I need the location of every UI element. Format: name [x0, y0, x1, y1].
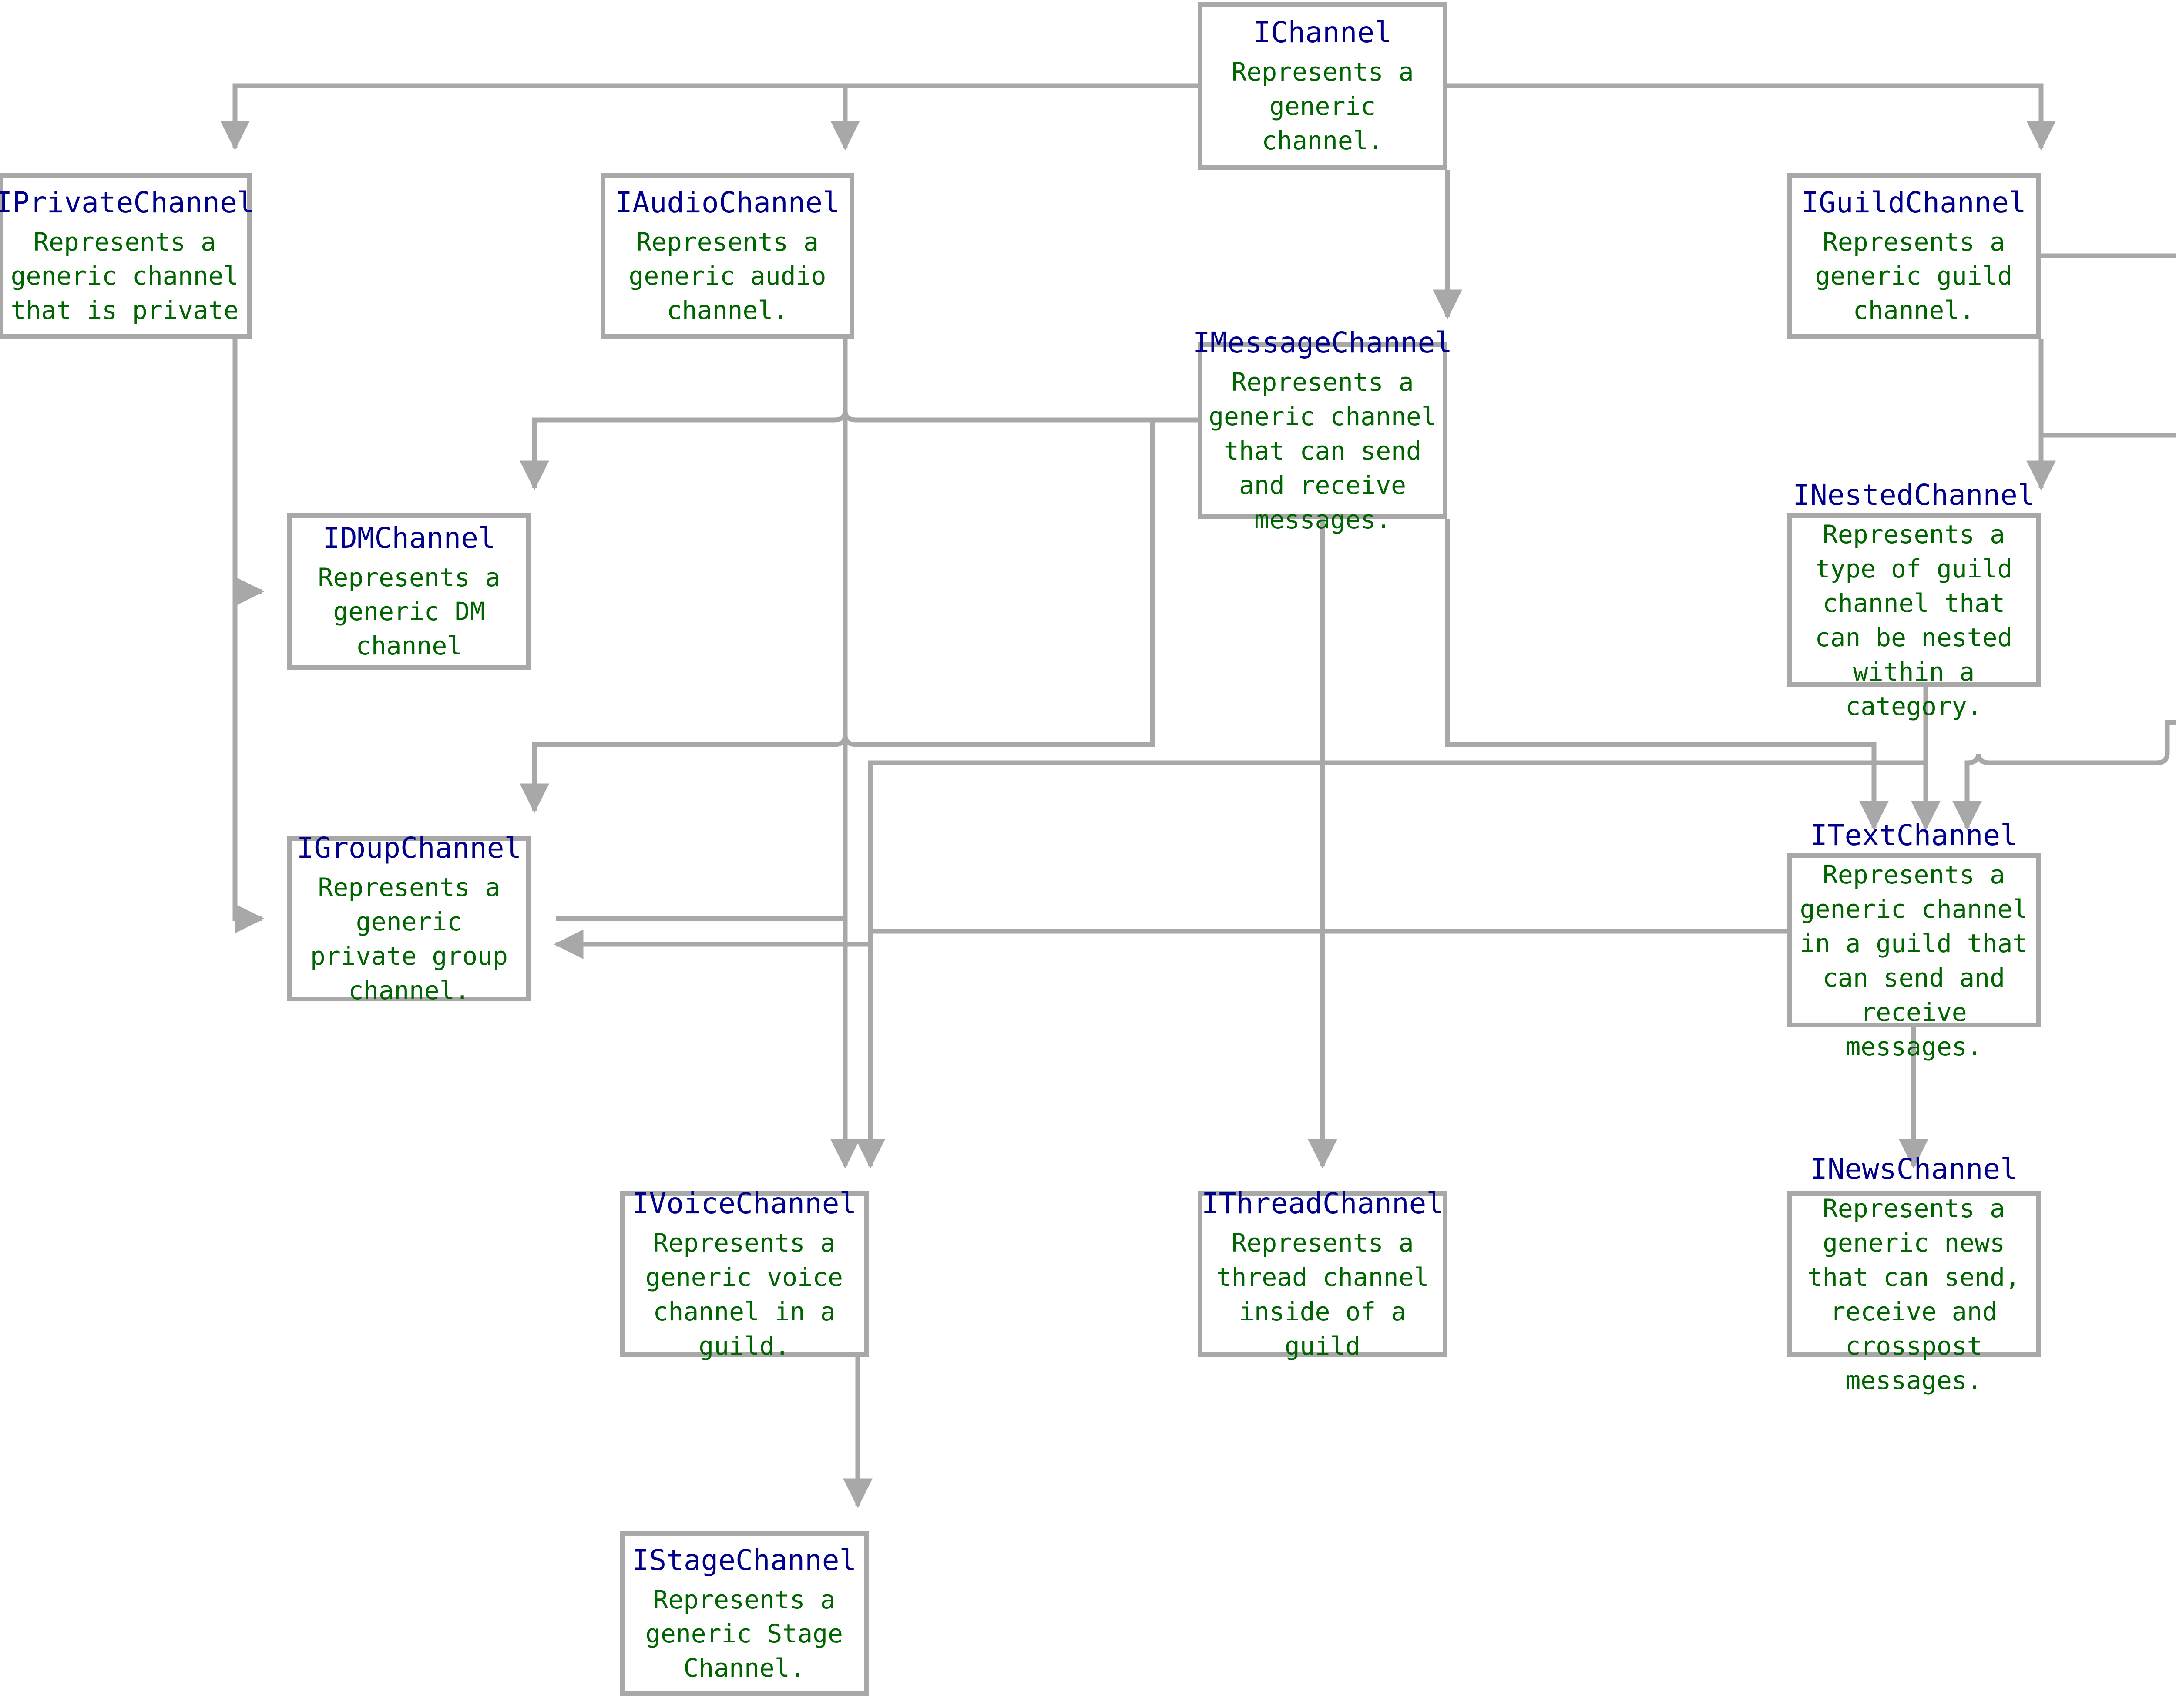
node-title: IDMChannel — [322, 521, 496, 555]
node-description: Represents a generic channel that is pri… — [10, 227, 239, 325]
node-iprivatechannel[interactable]: IPrivateChannel Represents a generic cha… — [0, 173, 255, 339]
node-iaudiochannel[interactable]: IAudioChannel Represents a generic audio… — [601, 173, 854, 339]
edge-imessagechannel-idmchannel — [519, 410, 1198, 490]
node-title: INewsChannel — [1810, 1152, 2018, 1186]
edge-iaudiochannel-igroupchannel — [556, 339, 848, 921]
node-title: IStageChannel — [631, 1543, 857, 1577]
node-title: IThreadChannel — [1201, 1187, 1444, 1221]
node-title: IAudioChannel — [615, 185, 840, 219]
node-description: Represents a generic DM channel — [318, 562, 500, 661]
node-title: IGuildChannel — [1801, 185, 2026, 219]
node-iguildchannel[interactable]: IGuildChannel Represents a generic guild… — [1787, 173, 2041, 339]
node-description: Represents a thread channel inside of a … — [1216, 1228, 1429, 1361]
edge-ichannel-iaudiochannel — [830, 83, 1198, 151]
edge-iguildchannel-iintegrationchannel — [2038, 339, 2176, 438]
node-description: Represents a generic channel. — [1231, 57, 1414, 155]
node-title: IVoiceChannel — [631, 1187, 857, 1221]
node-description: Represents a type of guild channel that … — [1815, 520, 2013, 721]
node-itextchannel[interactable]: ITextChannel Represents a generic channe… — [1787, 819, 2041, 1061]
edge-iprivatechannel-idmchannel — [232, 339, 265, 607]
node-inestedchannel[interactable]: INestedChannel Represents a type of guil… — [1787, 478, 2041, 721]
edge-inestedchannel-ivoicechannel — [855, 687, 1928, 1169]
node-title: IPrivateChannel — [0, 185, 255, 219]
node-ivoicechannel[interactable]: IVoiceChannel Represents a generic voice… — [620, 1187, 869, 1361]
node-igroupchannel[interactable]: IGroupChannel Represents a generic priva… — [287, 831, 531, 1005]
node-description: Represents a generic audio channel. — [628, 227, 826, 325]
node-description: Represents a generic news that can send,… — [1807, 1194, 2020, 1395]
edge-ichannel-iguildchannel — [1447, 83, 2056, 151]
node-description: Represents a generic channel that can se… — [1209, 367, 1437, 534]
node-title: ITextChannel — [1810, 819, 2018, 852]
node-ithreadchannel[interactable]: IThreadChannel Represents a thread chann… — [1198, 1187, 1447, 1361]
node-description: Represents a generic private group chann… — [310, 872, 508, 1005]
node-inewschannel[interactable]: INewsChannel Represents a generic news t… — [1787, 1152, 2041, 1395]
node-description: Represents a generic channel in a guild … — [1800, 860, 2028, 1061]
node-idmchannel[interactable]: IDMChannel Represents a generic DM chann… — [287, 513, 531, 670]
node-imessagechannel[interactable]: IMessageChannel Represents a generic cha… — [1193, 326, 1452, 534]
node-ichannel[interactable]: IChannel Represents a generic channel. — [1198, 2, 1447, 170]
node-title: INestedChannel — [1793, 478, 2035, 512]
edge-iprivatechannel-igroupchannel — [232, 339, 265, 934]
node-description: Represents a generic guild channel. — [1815, 227, 2013, 325]
node-title: IChannel — [1253, 16, 1392, 50]
node-description: Represents a generic voice channel in a … — [645, 1228, 843, 1361]
edge-imessagechannel-igroupchannel — [519, 417, 1198, 813]
node-title: IMessageChannel — [1192, 326, 1453, 360]
node-description: Represents a generic Stage Channel. — [645, 1584, 843, 1683]
edge-ichannel-iprivatechannel — [220, 83, 1198, 151]
node-title: IGroupChannel — [296, 831, 522, 865]
edge-itextchannel-igroupchannel — [554, 929, 1787, 960]
node-istagechannel[interactable]: IStageChannel Represents a generic Stage… — [620, 1531, 869, 1696]
